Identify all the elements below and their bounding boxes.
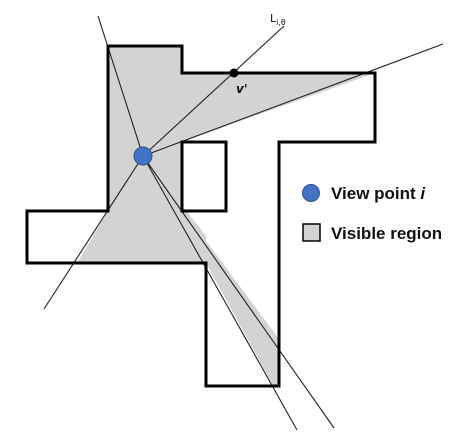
ray-lower-left	[43, 155, 144, 310]
legend-visible-region-swatch	[302, 223, 321, 242]
ray-lower-right-steep	[142, 155, 298, 431]
ray-l-i-theta	[142, 25, 285, 157]
visible-region-inner	[143, 142, 206, 236]
ray-lower-right-shallow	[142, 155, 335, 429]
intersection-point-label: v'	[236, 82, 248, 96]
legend-viewpoint-text: View point	[331, 184, 420, 203]
ray-right-extended	[142, 43, 444, 157]
intersection-point-v-prime	[229, 68, 239, 78]
viewpoint-marker	[133, 146, 153, 166]
visible-region-lower-left	[77, 156, 206, 263]
legend: View point i Visible region	[302, 184, 442, 243]
ray-label-main: L	[270, 12, 277, 25]
legend-viewpoint-icon	[302, 184, 320, 202]
legend-viewpoint-label: View point i	[331, 184, 426, 203]
ray-upper-left	[97, 15, 144, 157]
visible-region-upper	[108, 46, 375, 156]
legend-visible-region-label: Visible region	[331, 224, 442, 243]
ray-label: Li,θ	[270, 12, 286, 27]
legend-viewpoint-index: i	[420, 184, 426, 203]
inner-obstacle	[180, 140, 228, 213]
floor-plan-outline	[25, 44, 377, 388]
visible-region-wedge	[143, 156, 279, 386]
ray-label-subscript: i,θ	[276, 18, 286, 27]
